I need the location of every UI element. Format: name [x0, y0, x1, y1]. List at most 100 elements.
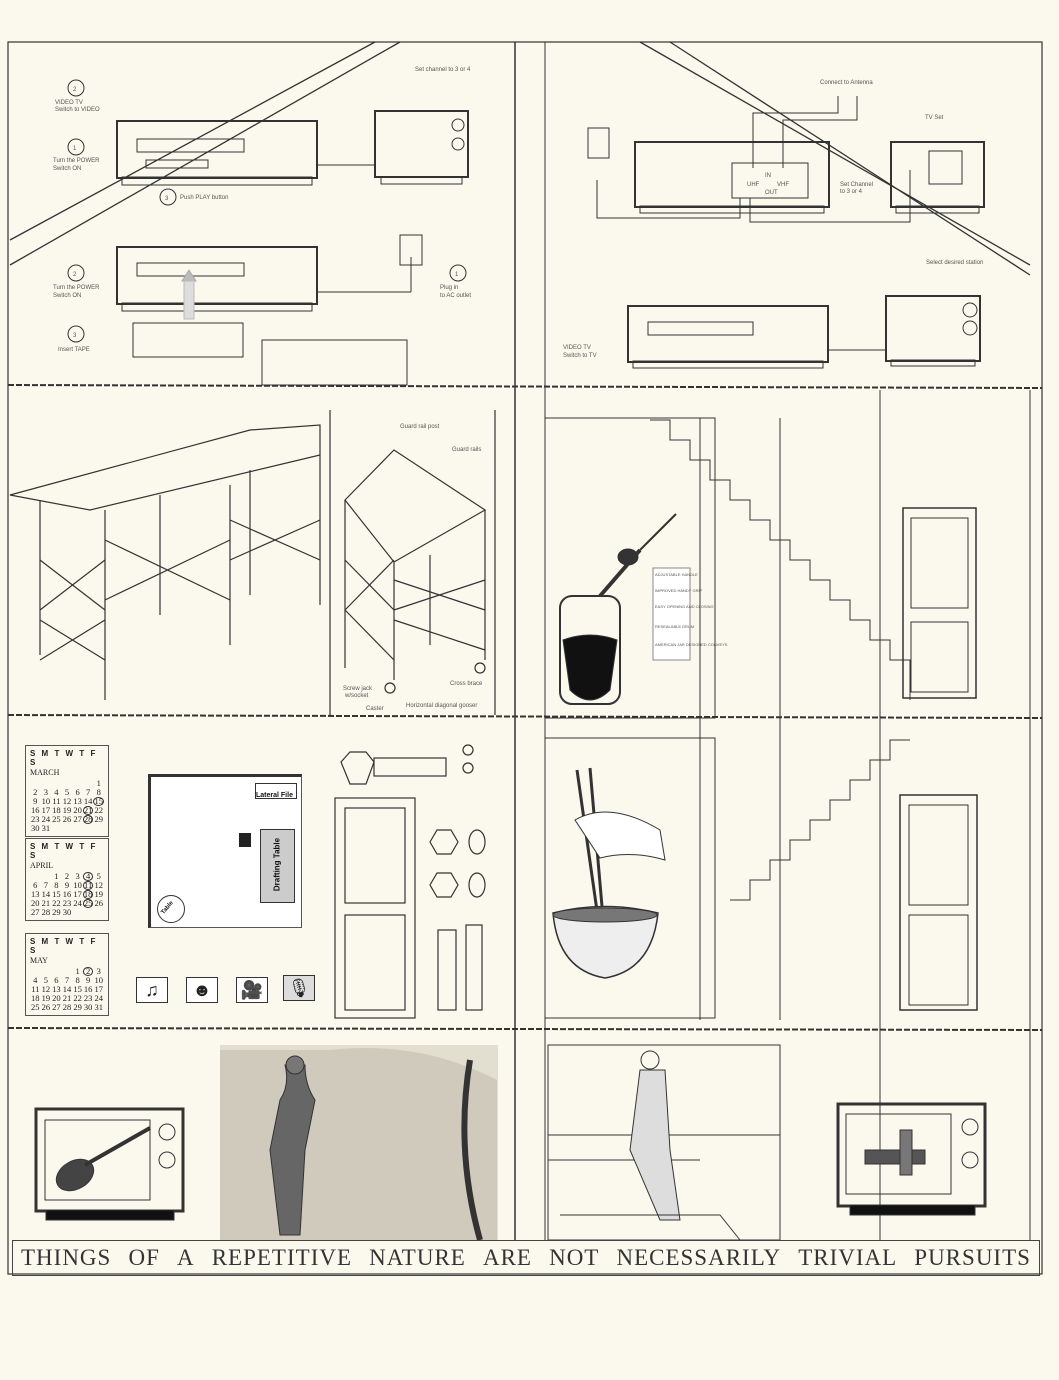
- calendar-day: 28: [41, 907, 51, 917]
- label-text: Push PLAY button: [180, 195, 228, 201]
- calendar-day: 21: [62, 993, 72, 1003]
- caption-word: NATURE: [369, 1245, 466, 1270]
- head-profile-icon: ☻: [186, 977, 218, 1003]
- step-number: 1: [455, 272, 459, 278]
- calendar-day: 26: [94, 898, 103, 908]
- calendar-day: 8: [54, 880, 59, 890]
- lateral-file: Lateral File: [255, 783, 297, 799]
- calendar-day: 1: [54, 871, 59, 881]
- jar-feature-label: IMPROVED HANDY GRIP: [655, 588, 703, 593]
- caption-word: A: [176, 1245, 195, 1270]
- calendar-day: 7: [86, 787, 91, 797]
- jar-feature-label: RESEALABLE DRUM: [655, 624, 694, 629]
- calendar-day: 19: [62, 805, 72, 815]
- weekday-header: S M T W T F S: [30, 842, 98, 860]
- calendar-day: 26: [41, 1002, 51, 1012]
- calendar-day: 4: [33, 975, 38, 985]
- calendar-day: 18: [52, 805, 61, 815]
- jar-feature-label: ADJUSTABLE HANDLE: [655, 572, 698, 577]
- calendar-day: 17: [94, 984, 103, 994]
- calendar-day: 9: [33, 796, 38, 806]
- vcr-insert-diagram: [67, 234, 467, 386]
- staircase-illustration: [650, 390, 1031, 1240]
- calendar-day: 5: [96, 871, 101, 881]
- calendar-day: 14: [41, 889, 51, 899]
- calendar-day: 22: [52, 898, 61, 908]
- caption-word: PURSUITS: [914, 1245, 1031, 1270]
- calendar-day: 4: [83, 872, 94, 881]
- calendar-day: 23: [62, 898, 72, 908]
- label-text: Connect to Antenna: [820, 80, 873, 86]
- caption-word: NECESSARILY: [616, 1245, 782, 1270]
- label-text: Set channel to 3 or 4: [415, 67, 471, 73]
- calendar-day: 31: [41, 823, 51, 833]
- label-text: Caster: [366, 706, 384, 712]
- calendar-day: 30: [83, 1002, 93, 1012]
- step-number: 1: [73, 146, 77, 152]
- calendar-day: 25: [83, 898, 93, 908]
- calendar-day: 21: [41, 898, 51, 908]
- jar-illustration: [544, 417, 716, 719]
- calendar-day: 7: [43, 880, 48, 890]
- calendar-day: 3: [96, 966, 101, 976]
- scaffold-illustration: [9, 424, 321, 700]
- calendar-day: 2: [83, 967, 94, 976]
- month-label: APRIL: [30, 861, 54, 870]
- man-with-pipes-illustration: [547, 1044, 781, 1241]
- calendar-day: 27: [31, 907, 40, 917]
- calendar-day: 17: [41, 805, 51, 815]
- calendar-day: 2: [33, 787, 38, 797]
- label-text: Screw jack: [343, 686, 373, 692]
- calendar-day: 13: [73, 796, 82, 806]
- label-text: Switch ON: [53, 166, 81, 172]
- label-text: Turn the POWER: [53, 158, 100, 164]
- label-text: Guard rails: [452, 447, 481, 453]
- floor-beam: [7, 1027, 1043, 1031]
- caption-word: ARE: [482, 1245, 532, 1270]
- calendar-day: 23: [83, 993, 93, 1003]
- calendar-day: 8: [96, 787, 101, 797]
- jar-feature-label: EASY OPENING AND CLOSING: [655, 604, 714, 609]
- calendar-day: 9: [64, 880, 70, 890]
- calendar-day: 17: [73, 889, 82, 899]
- label-text: Switch to VIDEO: [55, 107, 100, 113]
- calendar-day: 7: [64, 975, 70, 985]
- caption-word: THINGS: [21, 1245, 112, 1270]
- label-text: Plug in: [440, 285, 458, 291]
- chair: [239, 833, 251, 847]
- calendar-day: 5: [43, 975, 48, 985]
- calendar-day: 29: [94, 814, 103, 824]
- month-label: MAY: [30, 956, 48, 965]
- floor-beam: [7, 384, 1043, 389]
- label-text: to 3 or 4: [840, 189, 863, 195]
- label-text: to AC outlet: [440, 293, 471, 299]
- bolts-nuts-illustration: [334, 744, 486, 1019]
- calendar-day: 20: [73, 805, 82, 815]
- calendar-day: 15: [73, 984, 82, 994]
- label-text: Horizontal diagonal gooser: [406, 703, 477, 709]
- caption-word: OF: [128, 1245, 160, 1270]
- calendar-day: 6: [54, 975, 59, 985]
- calendar-day: 21: [83, 805, 93, 815]
- calendar-day: 30: [62, 907, 72, 917]
- calendar-day: 1: [96, 778, 101, 788]
- calendar-day: 3: [75, 871, 80, 881]
- calendar-day: 20: [31, 898, 40, 908]
- label-text: Turn the POWER: [53, 285, 100, 291]
- calendar-day: 14: [83, 796, 93, 806]
- calendar-day: 10: [41, 796, 51, 806]
- caption-word: REPETITIVE: [211, 1245, 353, 1270]
- calendar-day: 18: [83, 889, 93, 899]
- calendar-day: 3: [43, 787, 48, 797]
- calendar-day: 1: [75, 966, 80, 976]
- label-text: OUT: [765, 190, 778, 196]
- caption-word: NOT: [549, 1245, 600, 1270]
- calendar-day: 23: [31, 814, 40, 824]
- label-text: Select desired station: [926, 260, 983, 266]
- calendar-day: 29: [52, 907, 61, 917]
- calendar-day: 19: [94, 889, 103, 899]
- calendar-day: 19: [41, 993, 51, 1003]
